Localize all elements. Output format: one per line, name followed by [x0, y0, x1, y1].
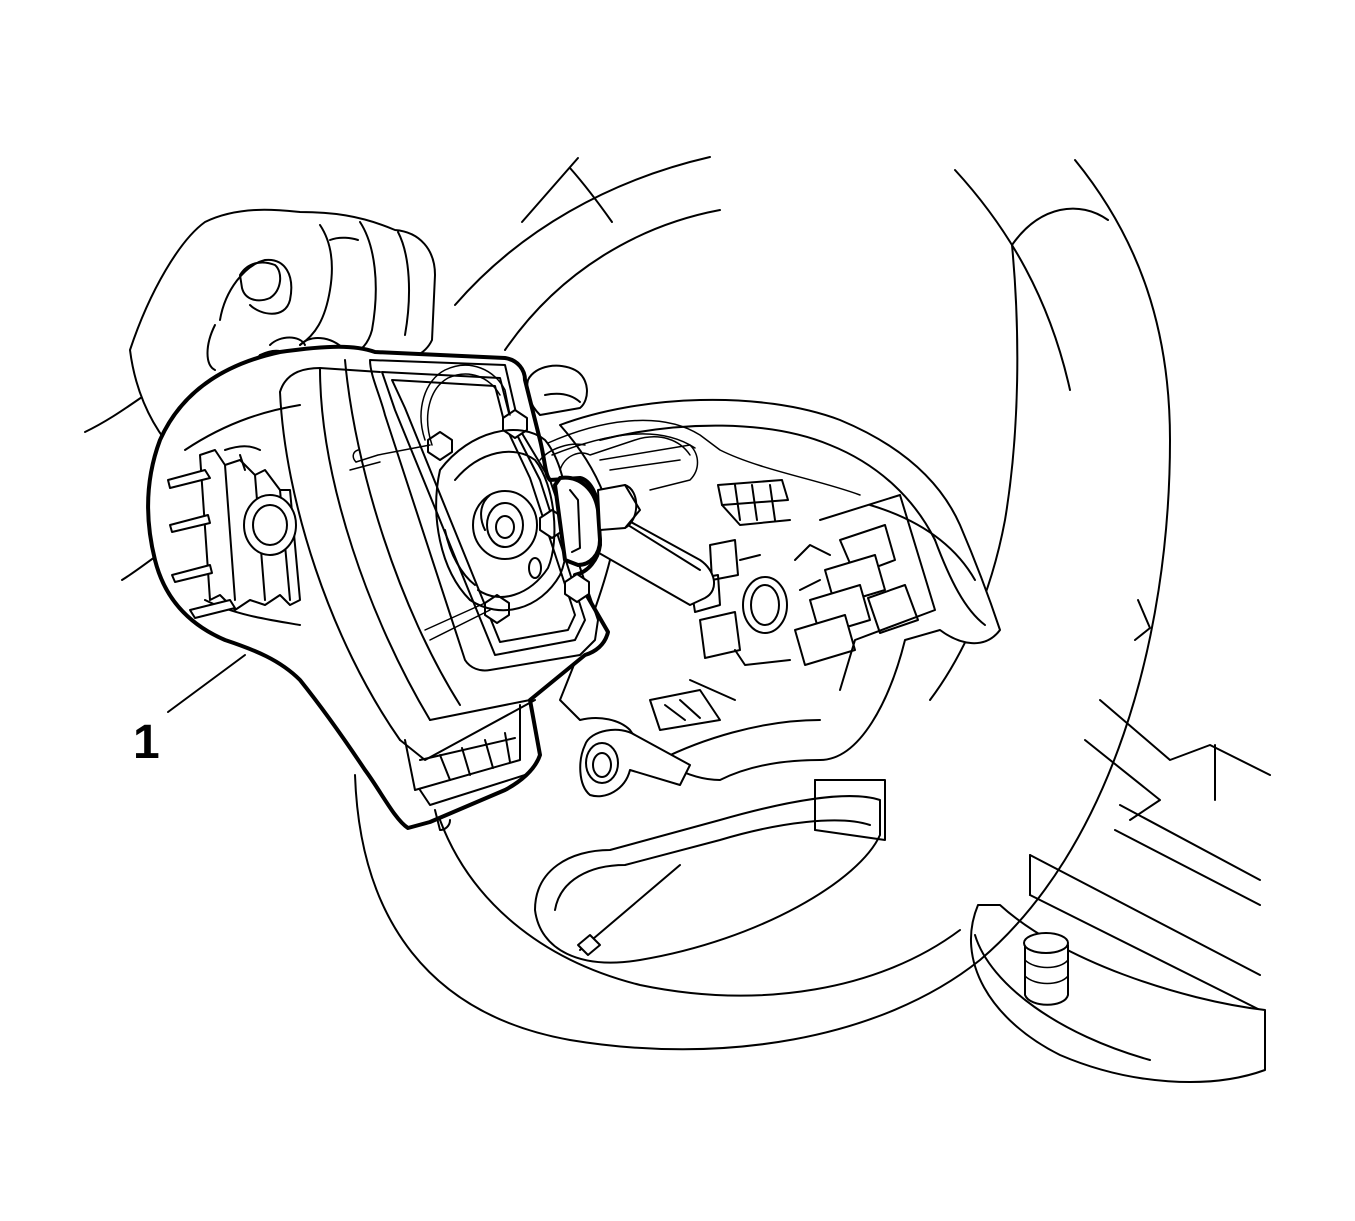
steering-column-housing: [1029, 599, 1271, 1011]
steering-wheel-hub: [547, 398, 1001, 798]
thumb: [526, 364, 588, 416]
steering-wheel-rim: [84, 156, 1171, 1051]
callout-label: 1: [133, 716, 160, 769]
bolt-icon: [1023, 932, 1069, 1006]
airbag-module: [146, 344, 691, 831]
callout-1: 1: [133, 654, 246, 769]
lower-spoke: [534, 779, 886, 964]
mounting-plate: [969, 904, 1266, 1083]
